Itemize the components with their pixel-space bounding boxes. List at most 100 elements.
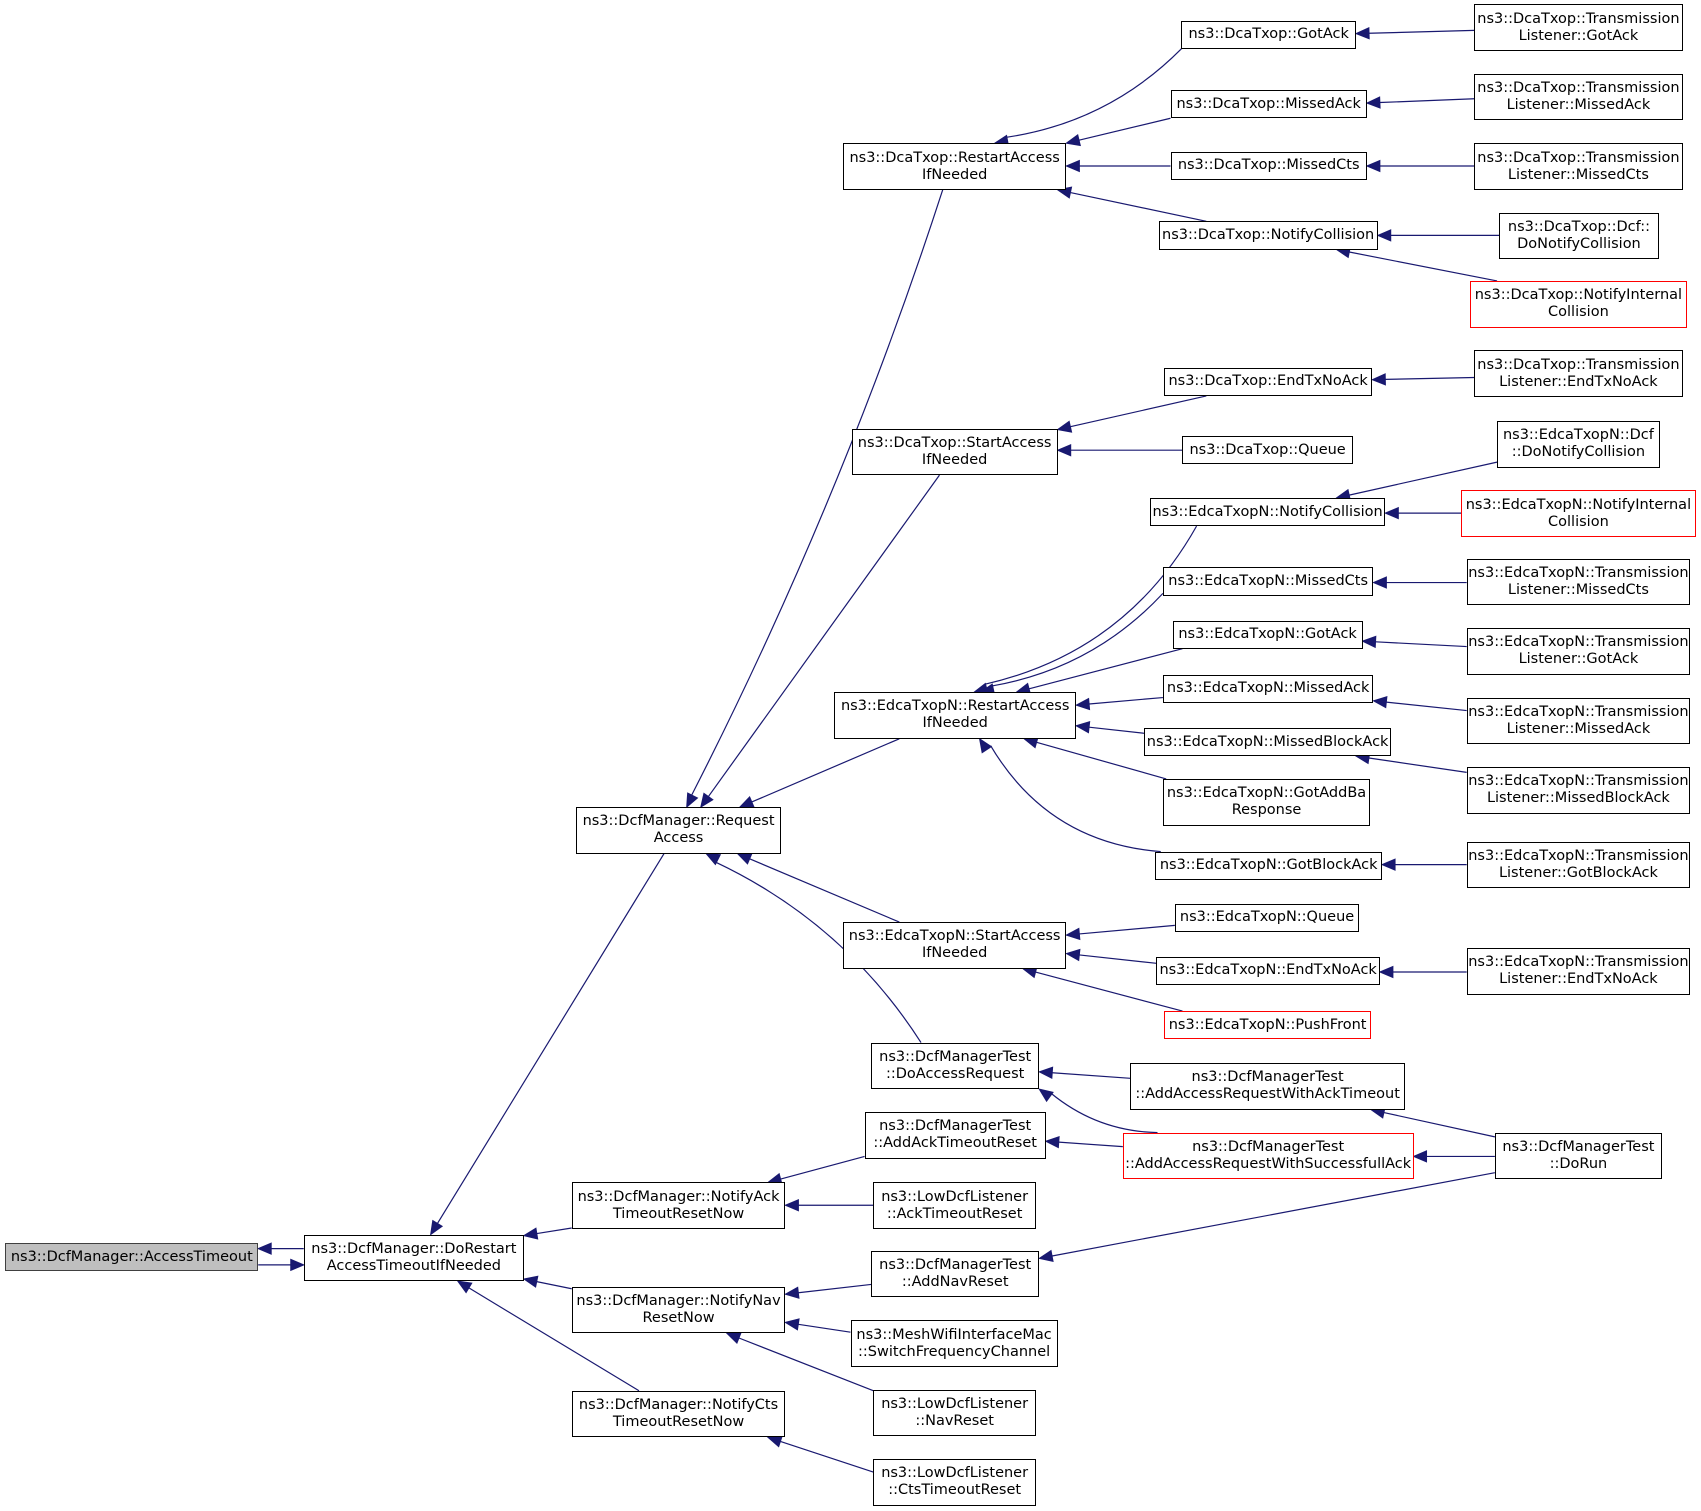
node-dca-missedack[interactable]: ns3::DcaTxop::MissedAck <box>1170 90 1367 119</box>
node-test-add-ack-timeout-req[interactable]: ns3::DcfManagerTest::AddAccessRequestWit… <box>1130 1063 1405 1110</box>
node-edca-endtx[interactable]: ns3::EdcaTxopN::EndTxNoAck <box>1156 956 1380 986</box>
edge-dca-notifycoll-to-dca-restart <box>1056 186 1207 222</box>
node-low-ack-timeout[interactable]: ns3::LowDcfListener::AckTimeoutReset <box>873 1182 1036 1230</box>
edge-arrowhead <box>1044 1135 1060 1149</box>
node-edca-missedack[interactable]: ns3::EdcaTxopN::MissedAck <box>1162 674 1374 703</box>
edge-edca-tl-gotack-to-edca-gotack <box>1361 635 1467 649</box>
edge-arrowhead <box>1412 1150 1428 1163</box>
node-test-add-nav[interactable]: ns3::DcfManagerTest::AddNavReset <box>871 1250 1040 1298</box>
node-label-line: ns3::DcfManager::NotifyAck <box>577 1188 780 1205</box>
node-label-line: TimeoutResetNow <box>612 1205 745 1222</box>
edge-edca-dcf-donotify-to-edca-notifycoll <box>1335 461 1498 502</box>
edge-arrowhead <box>1074 721 1091 734</box>
edge-dca-notify-internal-to-dca-notifycoll <box>1335 245 1498 282</box>
node-edca-dcf-donotify[interactable]: ns3::EdcaTxopN::Dcf::DoNotifyCollision <box>1497 420 1660 468</box>
node-test-add-ack-timeout[interactable]: ns3::DcfManagerTest::AddAckTimeoutReset <box>864 1111 1046 1159</box>
node-label-line: ::DoNotifyCollision <box>1511 444 1646 461</box>
node-label-line: ::CtsTimeoutReset <box>888 1482 1022 1499</box>
node-label-line: IfNeeded <box>921 945 988 962</box>
node-label-line: IfNeeded <box>922 715 988 732</box>
node-edca-queue[interactable]: ns3::EdcaTxopN::Queue <box>1174 903 1360 932</box>
node-label-line: ::SwitchFrequencyChannel <box>858 1343 1051 1360</box>
edge-edca-tl-gotblockack-to-edca-gotblockack <box>1380 858 1467 871</box>
edge-arrowhead <box>1065 133 1081 147</box>
node-dca-missedcts[interactable]: ns3::DcaTxop::MissedCts <box>1170 151 1367 181</box>
node-label-line: Listener::GotBlockAck <box>1498 865 1658 882</box>
node-label-line: TimeoutResetNow <box>612 1414 745 1431</box>
edge-test-add-ack-timeout-req-to-test-do-access <box>1037 1066 1131 1080</box>
node-label-line: ns3::DcaTxop::Queue <box>1189 441 1346 458</box>
node-test-do-access[interactable]: ns3::DcfManagerTest::DoAccessRequest <box>871 1042 1040 1090</box>
node-dca-queue[interactable]: ns3::DcaTxop::Queue <box>1182 436 1353 465</box>
node-low-cts[interactable]: ns3::LowDcfListener::CtsTimeoutReset <box>873 1459 1036 1506</box>
node-label-line: IfNeeded <box>921 166 988 183</box>
node-edca-missedblockack[interactable]: ns3::EdcaTxopN::MissedBlockAck <box>1144 727 1391 757</box>
node-test-add-succ-ack[interactable]: ns3::DcfManagerTest::AddAccessRequestWit… <box>1122 1132 1414 1180</box>
node-dca-endtx[interactable]: ns3::DcaTxop::EndTxNoAck <box>1164 367 1373 396</box>
edge-dca-queue-to-dca-start <box>1056 443 1183 457</box>
node-mesh-switch[interactable]: ns3::MeshWifiInterfaceMac::SwitchFrequen… <box>850 1320 1058 1367</box>
node-label-line: ns3::EdcaTxopN::GotBlockAck <box>1159 857 1378 874</box>
edge-dca-missedcts-to-dca-restart <box>1065 159 1171 173</box>
edge-arrowhead <box>700 792 714 809</box>
node-label-line: ns3::LowDcfListener <box>881 1465 1029 1482</box>
node-label-line: Listener::MissedBlockAck <box>1486 790 1670 807</box>
node-label-line: ns3::DcfManager::NotifyCts <box>578 1397 779 1414</box>
edge-arrowhead <box>1365 159 1381 173</box>
node-label-line: ns3::EdcaTxopN::Transmission <box>1468 703 1689 720</box>
node-test-dorun[interactable]: ns3::DcfManagerTest::DoRun <box>1494 1132 1662 1180</box>
edge-arrowhead <box>456 1280 473 1294</box>
node-access-timeout[interactable]: ns3::DcfManager::AccessTimeout <box>5 1243 259 1272</box>
edge-arrowhead <box>784 1286 800 1299</box>
node-label-line: ns3::EdcaTxopN::GotAck <box>1178 626 1357 643</box>
edge-arrowhead <box>1037 1249 1054 1263</box>
node-edca-gotblockack[interactable]: ns3::EdcaTxopN::GotBlockAck <box>1155 851 1383 880</box>
node-edca-pushfront[interactable]: ns3::EdcaTxopN::PushFront <box>1164 1011 1372 1040</box>
node-dca-dcf-donotify[interactable]: ns3::DcaTxop::Dcf::DoNotifyCollision <box>1499 212 1659 260</box>
node-label-line: Collision <box>1548 304 1609 321</box>
edge-arrowhead <box>290 1258 306 1272</box>
edge-arrowhead <box>1065 159 1080 173</box>
edge-arrowhead <box>1372 576 1387 589</box>
node-label-line: Listener::MissedAck <box>1506 97 1651 114</box>
edge-edca-missedack-to-edca-restart <box>1074 696 1163 711</box>
edge-dca-restart-to-request-access <box>686 189 944 809</box>
node-dca-gotack[interactable]: ns3::DcaTxop::GotAck <box>1181 20 1357 49</box>
node-label-line: ns3::DcaTxop::RestartAccess <box>849 149 1060 166</box>
node-edca-gotack[interactable]: ns3::EdcaTxopN::GotAck <box>1172 620 1363 649</box>
node-low-nav[interactable]: ns3::LowDcfListener::NavReset <box>873 1389 1036 1437</box>
node-label-line: ResetNow <box>642 1309 715 1326</box>
edge-arrowhead <box>256 1242 272 1255</box>
node-dca-notifycoll[interactable]: ns3::DcaTxop::NotifyCollision <box>1158 221 1378 250</box>
edge-edca-tl-endtx-to-edca-endtx <box>1378 965 1467 979</box>
edge-arrowhead <box>522 1227 539 1240</box>
node-label-line: ns3::DcaTxop::Transmission <box>1477 10 1680 27</box>
node-edca-notifycoll[interactable]: ns3::EdcaTxopN::NotifyCollision <box>1149 497 1386 527</box>
node-edca-missedcts[interactable]: ns3::EdcaTxopN::MissedCts <box>1162 567 1374 596</box>
node-label-line: Access <box>653 830 704 847</box>
edge-edca-endtx-to-edca-start <box>1065 948 1157 964</box>
edge-arrowhead <box>430 1219 444 1236</box>
